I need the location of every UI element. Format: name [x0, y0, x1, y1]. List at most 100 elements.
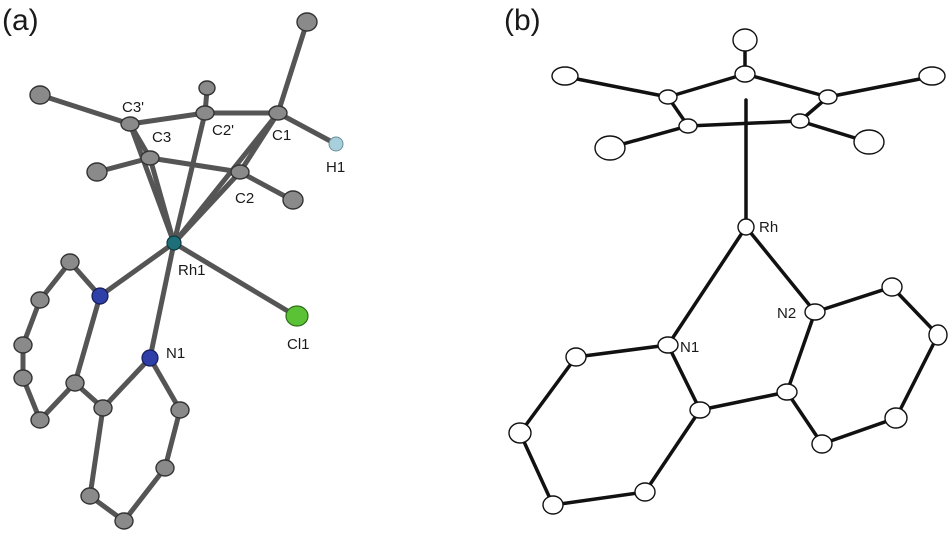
atom-cp-left — [658, 89, 678, 105]
bond-rh-c3 — [147, 155, 177, 246]
atom-me-top — [732, 28, 758, 52]
atom-c1 — [268, 105, 288, 121]
panel-b-labels: Rh N1 N2 — [680, 219, 796, 356]
bond-ring1-g — [72, 293, 103, 386]
bond-rh-c2p — [171, 110, 208, 246]
label-c3p: C3' — [122, 99, 144, 116]
atom-ring1-c5 — [30, 291, 50, 309]
atom-bpy-c10 — [811, 434, 833, 454]
atom-rh1 — [166, 235, 182, 251]
atom-bpy-c5 — [689, 401, 711, 419]
atom-c2p — [195, 105, 215, 121]
atom-bpy-c2 — [508, 422, 532, 444]
atom-ring2-c4 — [155, 459, 175, 477]
atom-ring2-c3 — [114, 512, 134, 530]
bond-c3p-me — [37, 92, 133, 127]
bond-cp-1 — [666, 72, 747, 99]
bond-ring2-a — [147, 355, 183, 413]
atom-me-lower-left — [594, 135, 626, 161]
bond-c3p-c2p — [127, 110, 208, 127]
bond-c1-h1 — [275, 110, 337, 146]
atom-bpy-c4 — [634, 482, 656, 502]
atom-bpy-c9 — [884, 407, 908, 429]
atom-cp-lower-left — [678, 118, 698, 134]
bond-ring2-b — [162, 407, 183, 471]
atom-ring2-c5 — [170, 401, 190, 419]
atom-n-ring1 — [91, 287, 109, 305]
atom-ring2-c1 — [93, 399, 113, 417]
atom-me-c3p — [29, 85, 51, 105]
bond-bpy-3 — [518, 431, 555, 507]
bond-ring2-e — [87, 405, 106, 499]
atom-n2 — [804, 303, 826, 321]
bond-bpy-9 — [890, 285, 940, 337]
panel-b-label: (b) — [504, 4, 541, 37]
label-rh1: Rh1 — [178, 262, 206, 279]
atom-bpy-c3 — [542, 495, 564, 515]
panel-b: (b) — [504, 4, 948, 515]
bond-rh-n — [97, 240, 177, 299]
bond-bpy-link — [698, 390, 789, 412]
panel-b-atoms — [508, 28, 948, 515]
bond-me-left — [565, 75, 670, 99]
panel-a-labels: C3' C2' C1 C3 C2 H1 Rh1 N1 Cl1 — [122, 99, 345, 362]
atom-ring1-c6 — [60, 253, 80, 271]
bond-cp-2 — [743, 72, 830, 99]
bond-bpy-2 — [518, 355, 578, 435]
label-n1-b: N1 — [680, 339, 699, 356]
bond-rh-c2 — [171, 169, 243, 246]
label-cl1: Cl1 — [287, 336, 310, 353]
bond-bpy-5 — [643, 408, 702, 494]
bond-me-right — [826, 75, 932, 99]
atom-cp-lower-right — [790, 113, 810, 129]
atom-n1 — [657, 336, 679, 354]
bond-rh-n1 — [147, 240, 177, 361]
atom-ring1-c4 — [13, 336, 33, 354]
atom-me-c2 — [282, 190, 304, 210]
atom-cp-right — [818, 89, 838, 105]
bond-c1-me — [275, 19, 310, 116]
atom-bpy-c7 — [881, 277, 903, 297]
atom-me-c2p — [198, 80, 216, 96]
bond-c2-me — [237, 169, 295, 203]
panel-b-bonds — [518, 40, 940, 507]
atom-bpy-c8 — [928, 324, 948, 346]
bond-rh-n2 — [744, 225, 817, 314]
label-c2: C2 — [235, 190, 254, 207]
atom-h1 — [328, 136, 344, 152]
bond-rh-cl1 — [171, 240, 299, 319]
panel-a-label: (a) — [2, 4, 39, 37]
atom-me-c1 — [296, 12, 318, 32]
bond-bpy-1 — [574, 343, 670, 359]
panel-a-atoms — [13, 12, 344, 530]
label-c1: C1 — [272, 127, 291, 144]
atom-rh — [737, 218, 755, 236]
atom-bpy-c1 — [565, 347, 587, 367]
atom-cl1 — [285, 305, 309, 327]
label-n1: N1 — [166, 345, 185, 362]
bond-cp-5 — [686, 119, 802, 128]
atom-me-c3 — [86, 162, 108, 182]
bond-bpy-8 — [813, 285, 894, 314]
atom-c2 — [230, 164, 250, 180]
panel-a: (a) — [2, 4, 345, 530]
atom-c3p — [120, 116, 140, 132]
bond-bpy-12 — [785, 390, 824, 446]
label-c3: C3 — [152, 129, 171, 146]
atom-bpy-c6 — [776, 383, 798, 401]
atom-ring1-c2 — [30, 411, 50, 429]
atom-ring2-c2 — [80, 487, 100, 505]
bond-bpy-6 — [666, 343, 702, 412]
label-n2: N2 — [777, 305, 796, 322]
bond-bpy-7 — [785, 310, 817, 394]
atom-me-left — [551, 66, 579, 86]
bond-bpy-4 — [551, 490, 647, 507]
atom-me-lower-right — [853, 129, 885, 155]
atom-ring1-c1 — [65, 374, 85, 392]
atom-cp-top — [734, 65, 756, 83]
label-c2p: C2' — [212, 122, 234, 139]
atom-n1 — [141, 349, 159, 367]
bond-rh-n1 — [666, 225, 748, 347]
atom-me-right — [918, 66, 946, 86]
